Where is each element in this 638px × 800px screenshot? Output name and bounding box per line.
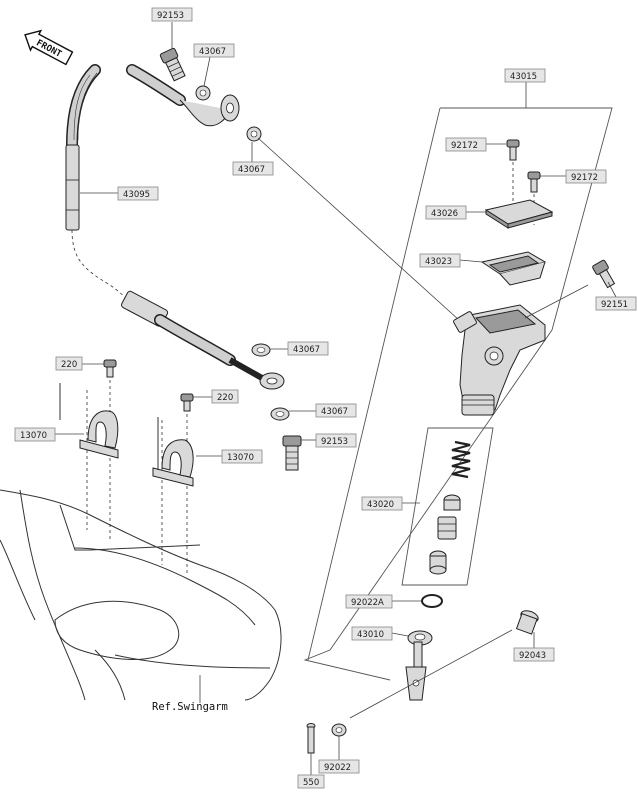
label-13070-right: 13070 [221, 449, 263, 464]
svg-text:220: 220 [217, 393, 233, 403]
svg-text:43067: 43067 [238, 165, 265, 175]
bolt-220-left [103, 359, 117, 378]
svg-text:43020: 43020 [367, 500, 394, 510]
piston-seal-cup [443, 494, 461, 511]
brake-hose-part [65, 64, 285, 390]
label-43095: 43095 [117, 186, 159, 201]
svg-text:43095: 43095 [123, 190, 150, 200]
label-92043: 92043 [513, 647, 555, 662]
washer-92022 [331, 723, 347, 737]
label-43010: 43010 [351, 626, 393, 641]
label-92151: 92151 [595, 296, 637, 311]
clamp-13070-left [79, 410, 119, 459]
circlip-92022A [421, 594, 443, 608]
svg-text:43010: 43010 [357, 630, 384, 640]
clamp-13070-right [152, 439, 194, 487]
piston-assembly [437, 516, 457, 540]
piston-stopper [429, 550, 447, 575]
label-550: 550 [297, 774, 325, 789]
label-43067-upper-right: 43067 [232, 161, 274, 176]
svg-text:43067: 43067 [293, 345, 320, 355]
label-43020: 43020 [361, 496, 403, 511]
svg-text:13070: 13070 [227, 453, 254, 463]
master-cylinder-body [453, 304, 546, 416]
svg-text:13070: 13070 [20, 431, 47, 441]
label-92022A: 92022A [345, 594, 393, 609]
svg-text:92022A: 92022A [351, 598, 384, 608]
front-arrow-icon: FRONT [24, 29, 74, 66]
svg-text:92022: 92022 [324, 763, 351, 773]
piston-kit-frame [401, 427, 494, 586]
label-43015: 43015 [504, 68, 546, 83]
banjo-bolt-top [159, 47, 186, 82]
swingarm-outline [0, 489, 282, 701]
label-92153-top: 92153 [151, 7, 193, 22]
bolt-220-right [180, 393, 194, 412]
label-43067-top: 43067 [193, 43, 235, 58]
label-92172-b: 92172 [565, 169, 607, 184]
svg-text:43067: 43067 [199, 47, 226, 57]
label-43067-mid: 43067 [287, 341, 329, 356]
label-43023: 43023 [419, 253, 461, 268]
assembly-frame-43015 [303, 107, 613, 681]
label-13070-left: 13070 [14, 427, 56, 442]
label-220-left: 220 [55, 356, 83, 371]
label-43067-low: 43067 [315, 403, 357, 418]
svg-text:550: 550 [303, 778, 319, 788]
label-43026: 43026 [425, 205, 467, 220]
label-92022: 92022 [318, 759, 360, 774]
bolt-92172-a [506, 139, 520, 161]
ref-swingarm-text: Ref.Swingarm [152, 701, 228, 713]
svg-text:92043: 92043 [519, 651, 546, 661]
svg-text:43015: 43015 [510, 72, 537, 82]
banjo-bolt-lower [282, 435, 302, 471]
bolt-92172-b [527, 171, 541, 193]
svg-text:43023: 43023 [425, 257, 452, 267]
svg-text:92172: 92172 [451, 141, 478, 151]
banjo-fitting-top [179, 94, 240, 127]
svg-text:92153: 92153 [157, 11, 184, 21]
label-220-right: 220 [211, 389, 239, 404]
svg-text:220: 220 [61, 360, 77, 370]
push-rod-43010 [405, 630, 433, 701]
svg-text:43026: 43026 [431, 209, 458, 219]
diaphragm-43023 [480, 251, 547, 286]
svg-text:92153: 92153 [321, 437, 348, 447]
cotter-pin-550 [306, 723, 316, 754]
label-92153-lower: 92153 [315, 433, 357, 448]
svg-text:92172: 92172 [571, 173, 598, 183]
pin-92043 [515, 610, 539, 635]
svg-text:92151: 92151 [601, 300, 628, 310]
svg-text:43067: 43067 [321, 407, 348, 417]
bolt-92151 [592, 259, 616, 289]
piston-spring [451, 440, 471, 479]
label-92172-a: 92172 [445, 137, 487, 152]
